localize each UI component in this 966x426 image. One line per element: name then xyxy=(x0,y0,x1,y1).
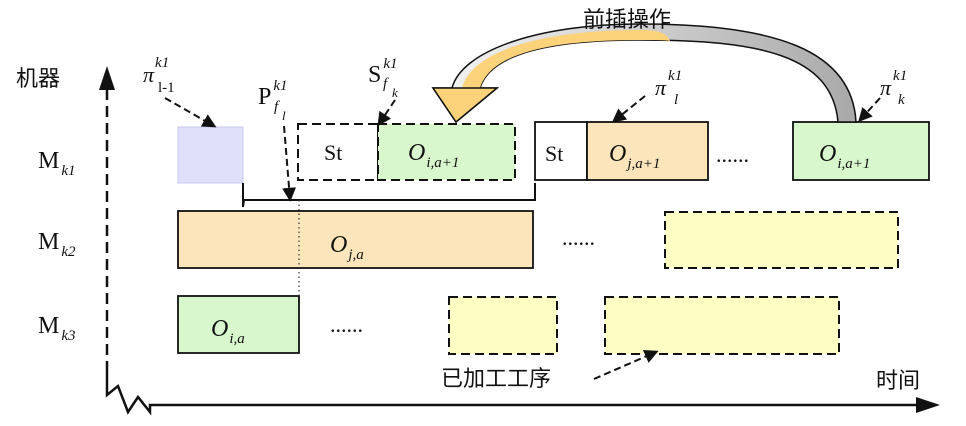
pi-l-1-arrow xyxy=(164,97,217,128)
p-fl-sub: f xyxy=(274,99,280,115)
y-axis xyxy=(99,66,115,372)
inserted-op-label: Oi,a+1 xyxy=(408,140,459,171)
y-axis-label: 机器 xyxy=(16,67,60,92)
s-fk-subsub: k xyxy=(392,85,398,100)
op-j-a1-label: Oj,a+1 xyxy=(609,141,660,172)
processed-op-block-row3b xyxy=(604,296,840,355)
p-fl-subsub: l xyxy=(282,108,286,123)
x-axis-label: 时间 xyxy=(876,369,920,394)
op-j-a-block xyxy=(177,210,534,269)
front-insert-arrow xyxy=(431,23,857,124)
x-axis xyxy=(105,372,940,416)
pi-l-arrow xyxy=(611,95,646,123)
op-i-a1-original-label: Oi,a+1 xyxy=(819,141,870,172)
processed-ops-label: 已加工工序 xyxy=(441,367,551,392)
op-j-a-label: Oj,a xyxy=(330,232,364,263)
inserted-setup-block xyxy=(297,123,379,181)
pi-l-sub: l xyxy=(674,92,678,108)
pi-l-1-sub: l-1 xyxy=(158,80,175,96)
idle-gap-bracket xyxy=(242,183,536,208)
front-insert-label: 前插操作 xyxy=(583,8,671,33)
setup-label: St xyxy=(545,141,563,166)
processed-ops-arrow xyxy=(593,350,659,380)
ellipsis-row1: ...... xyxy=(716,142,749,167)
pi-k-sub: k xyxy=(898,92,905,108)
processed-op-block-row3a xyxy=(448,296,558,355)
ellipsis-row3: ...... xyxy=(330,312,363,337)
processed-op-block-row2 xyxy=(664,211,899,269)
op-j-a1-block xyxy=(586,121,709,181)
p-fl-arrow xyxy=(282,125,297,202)
op-i-a-block xyxy=(177,295,300,354)
inserted-op-block xyxy=(377,123,516,181)
s-fk-sub: f xyxy=(383,76,389,92)
op-i-a-label: Oi,a xyxy=(211,316,245,347)
op-i-a1-original-block xyxy=(792,121,930,181)
pi-k-arrow xyxy=(858,97,881,123)
setup-block xyxy=(534,121,588,181)
purple-block xyxy=(177,126,244,184)
inserted-setup-label: St xyxy=(324,140,342,165)
pi-l-1-label: πk1 xyxy=(143,55,169,87)
ellipsis-row2: ...... xyxy=(562,225,595,250)
s-fk-arrow xyxy=(377,99,396,127)
